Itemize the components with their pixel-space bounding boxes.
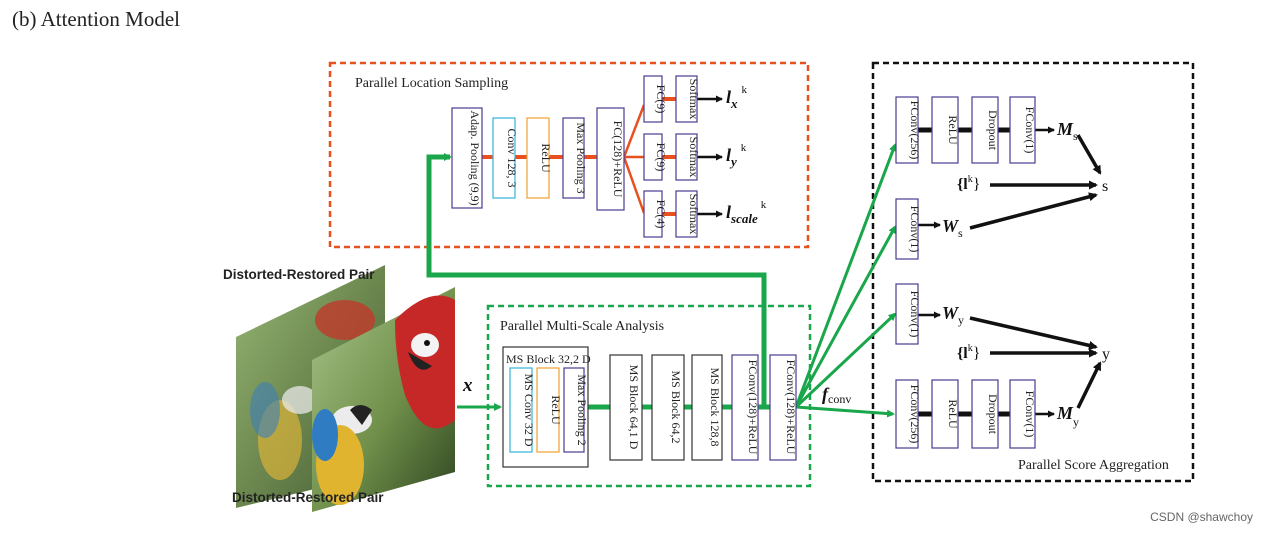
svg-text:ReLU: ReLU — [946, 115, 960, 145]
relu-block: ReLU — [526, 117, 553, 199]
output-l-x: lxk — [726, 84, 748, 111]
set-l-lower: {lk} — [957, 343, 980, 362]
ms-block-128-8: MS Block 128,8 — [691, 354, 723, 461]
restored-image — [312, 287, 455, 512]
ms-block-64-1: MS Block 64,1 D — [609, 354, 643, 461]
ms-relu-block: ReLU — [536, 367, 563, 453]
svg-text:FConv(1): FConv(1) — [1023, 391, 1037, 438]
aggregation-container — [871, 61, 1195, 483]
sampling-title: Parallel Location Sampling — [355, 76, 508, 91]
agg-ws-fconv1: FConv(1) — [895, 198, 922, 260]
label-m-y: My — [1056, 403, 1079, 429]
analysis-title: Parallel Multi-Scale Analysis — [500, 319, 664, 334]
svg-text:MS Block 64,1 D: MS Block 64,1 D — [627, 365, 641, 450]
aggregation-title: Parallel Score Aggregation — [1018, 458, 1169, 473]
svg-text:MS Conv 32 D: MS Conv 32 D — [522, 373, 536, 446]
fconv128-block-1: FConv(128)+ReLU — [731, 354, 760, 461]
score-s: s — [1102, 178, 1108, 195]
sampling-container — [328, 61, 810, 249]
watermark: CSDN @shawchoy — [1150, 510, 1253, 524]
svg-text:FConv(256): FConv(256) — [908, 385, 922, 444]
svg-text:FConv(1): FConv(1) — [1023, 107, 1037, 154]
ms-block-64-2: MS Block 64,2 — [651, 354, 685, 461]
label-m-s: Ms — [1056, 119, 1078, 143]
agg-y-fconv256: FConv(256) — [895, 379, 922, 449]
conv-block: Conv 128, 3 — [492, 117, 519, 199]
fconv128-block-2: FConv(128)+ReLU — [769, 354, 798, 461]
svg-text:FC(4): FC(4) — [654, 200, 668, 229]
set-l-upper: {lk} — [957, 174, 980, 193]
agg-s-dropout: Dropout — [971, 96, 1000, 164]
svg-text:ReLU: ReLU — [549, 395, 563, 425]
svg-text:Dropout: Dropout — [986, 110, 1000, 151]
svg-text:FConv(128)+ReLU: FConv(128)+ReLU — [784, 360, 798, 455]
agg-s-relu: ReLU — [931, 96, 960, 164]
svg-text:MS Block 64,2: MS Block 64,2 — [669, 370, 683, 443]
input-caption: Distorted-Restored Pair — [223, 267, 375, 282]
output-l-scale: lscalek — [726, 199, 767, 226]
input-symbol: x — [462, 375, 473, 396]
input-caption-2: Distorted-Restored Pair — [232, 490, 384, 505]
adap-pooling-block: Adap. Pooling (9,9) — [451, 107, 483, 209]
svg-text:ReLU: ReLU — [539, 143, 553, 173]
black-connections — [918, 126, 1102, 418]
softmax-x-block: Softmax — [675, 75, 701, 123]
agg-y-fconv1: FConv(1) — [1009, 379, 1037, 449]
svg-text:MS Block 128,8: MS Block 128,8 — [708, 367, 722, 446]
svg-text:MS Block 32,2 D: MS Block 32,2 D — [506, 352, 591, 366]
green-connections — [426, 143, 897, 418]
analysis-container — [486, 304, 812, 488]
svg-text:FC(128)+ReLU: FC(128)+ReLU — [611, 121, 625, 198]
svg-text:FConv(1): FConv(1) — [908, 291, 922, 338]
feature-symbol: fconv — [822, 384, 851, 406]
max-pooling-block: Max Pooling 3 — [562, 117, 588, 199]
svg-text:Softmax: Softmax — [687, 79, 701, 120]
svg-text:Max Pooling 3: Max Pooling 3 — [574, 122, 588, 193]
softmax-scale-block: Softmax — [675, 190, 701, 238]
feature-sub: conv — [828, 392, 851, 406]
svg-text:FConv(128)+ReLU: FConv(128)+ReLU — [746, 360, 760, 455]
agg-s-fconv256: FConv(256) — [895, 96, 922, 164]
svg-text:FC(9): FC(9) — [654, 143, 668, 172]
fc4-scale-block: FC(4) — [643, 190, 668, 238]
svg-text:FC(9): FC(9) — [654, 85, 668, 114]
fc9-y-block: FC(9) — [643, 133, 668, 181]
svg-text:ReLU: ReLU — [946, 399, 960, 429]
svg-text:FConv(256): FConv(256) — [908, 101, 922, 160]
orange-connections — [482, 95, 723, 218]
svg-text:Adap. Pooling (9,9): Adap. Pooling (9,9) — [468, 110, 482, 205]
ms-max-pooling-block: Max Pooling 2 — [563, 367, 589, 453]
svg-text:Softmax: Softmax — [687, 194, 701, 235]
svg-text:Conv 128, 3: Conv 128, 3 — [505, 128, 519, 187]
ms-conv-block: MS Conv 32 D — [509, 367, 536, 453]
fc128-block: FC(128)+ReLU — [596, 107, 625, 211]
agg-wy-fconv1: FConv(1) — [895, 283, 922, 345]
figure-title: (b) Attention Model — [12, 7, 180, 31]
svg-text:Softmax: Softmax — [687, 137, 701, 178]
agg-y-dropout: Dropout — [971, 379, 1000, 449]
label-w-y: Wy — [942, 303, 964, 327]
agg-s-fconv1: FConv(1) — [1009, 96, 1037, 164]
svg-text:FConv(1): FConv(1) — [908, 206, 922, 253]
svg-text:Dropout: Dropout — [986, 394, 1000, 435]
agg-y-relu: ReLU — [931, 379, 960, 449]
output-l-y: lyk — [726, 142, 747, 169]
softmax-y-block: Softmax — [675, 133, 701, 181]
fc9-x-block: FC(9) — [643, 75, 668, 123]
label-w-s: Ws — [942, 216, 963, 240]
svg-text:Max Pooling 2: Max Pooling 2 — [575, 374, 589, 445]
score-y: y — [1102, 346, 1110, 363]
